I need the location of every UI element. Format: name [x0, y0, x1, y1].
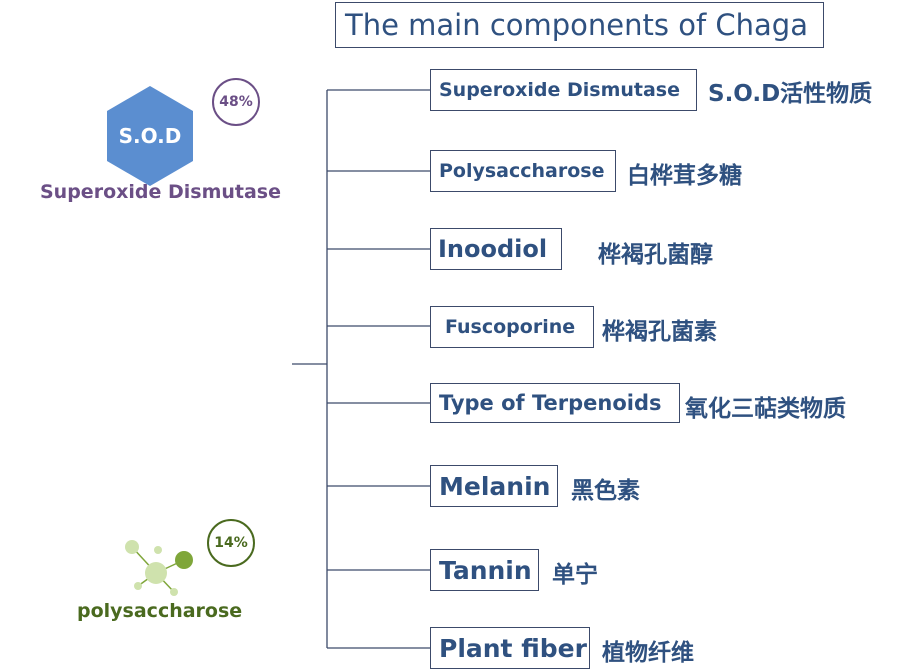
component-box-melanin: Melanin — [430, 465, 558, 507]
component-label: Tannin — [439, 555, 532, 585]
sod-hexagon-icon: S.O.D — [107, 86, 193, 186]
component-box-fuscoporine: Fuscoporine — [430, 306, 594, 348]
sod-percent-badge: 48% — [212, 78, 260, 126]
poly-caption: polysaccharose — [77, 600, 243, 622]
component-label: Fuscoporine — [445, 316, 576, 338]
diagram-title: The main components of Chaga — [335, 2, 824, 48]
sod-icon-text: S.O.D — [119, 124, 182, 148]
component-cn-label: 桦褐孔菌醇 — [598, 242, 713, 268]
poly-percent-badge: 14% — [207, 519, 255, 567]
component-label: Type of Terpenoids — [439, 391, 662, 415]
molecule-icon — [125, 540, 193, 596]
sod-caption: Superoxide Dismutase — [40, 181, 282, 203]
component-label: Melanin — [439, 471, 551, 501]
component-cn-label: S.O.D活性物质 — [708, 81, 873, 107]
component-label: Plant fiber — [439, 633, 587, 663]
sod-percent: 48% — [219, 94, 253, 110]
component-cn-label: 白桦茸多糖 — [627, 163, 742, 189]
component-box-polysaccharose: Polysaccharose — [430, 150, 616, 192]
component-box-plant-fiber: Plant fiber — [430, 627, 590, 669]
component-cn-label: 单宁 — [552, 562, 598, 588]
component-box-superoxide-dismutase: Superoxide Dismutase — [430, 69, 697, 111]
component-label: Inoodiol — [438, 235, 548, 263]
component-cn-label: 氧化三萜类物质 — [685, 396, 846, 422]
component-box-tannin: Tannin — [430, 549, 539, 591]
component-cn-label: 植物纤维 — [602, 640, 694, 666]
component-label: Polysaccharose — [439, 160, 605, 182]
component-cn-label: 桦褐孔菌素 — [602, 319, 717, 345]
component-box-inoodiol: Inoodiol — [430, 228, 562, 270]
component-box-type-of-terpenoids: Type of Terpenoids — [430, 383, 680, 423]
component-label: Superoxide Dismutase — [439, 79, 681, 101]
poly-percent: 14% — [214, 535, 248, 551]
component-cn-label: 黑色素 — [571, 478, 640, 504]
